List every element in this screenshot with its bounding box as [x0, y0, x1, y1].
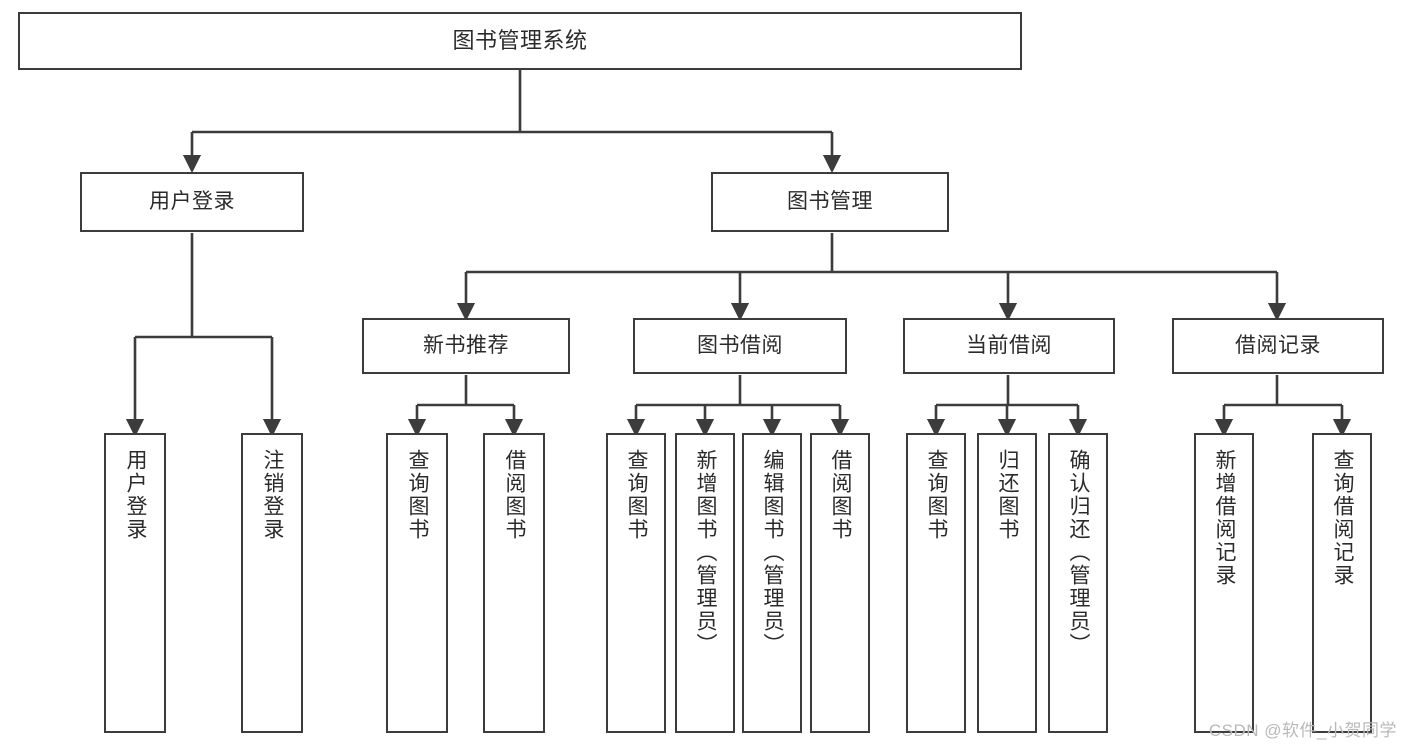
leaf-confirm-return-admin[interactable]: 确认归还（管理员）: [1048, 433, 1108, 733]
node-new-book-recommend[interactable]: 新书推荐: [362, 318, 570, 374]
node-label: 新增借阅记录: [1213, 449, 1237, 587]
node-book-borrow[interactable]: 图书借阅: [633, 318, 847, 374]
node-label: 新增图书（管理员）: [694, 449, 718, 656]
node-book-management[interactable]: 图书管理: [711, 172, 949, 232]
node-label: 借阅图书: [503, 449, 527, 541]
leaf-add-borrow-record[interactable]: 新增借阅记录: [1194, 433, 1254, 733]
node-label: 查询借阅记录: [1331, 449, 1355, 587]
csdn-watermark: CSDN @软件_小贺同学: [1208, 721, 1397, 740]
node-current-borrow[interactable]: 当前借阅: [903, 318, 1115, 374]
node-user-login[interactable]: 用户登录: [80, 172, 304, 232]
node-label: 归还图书: [996, 449, 1020, 541]
node-label: 新书推荐: [423, 333, 509, 357]
node-label: 注销登录: [261, 449, 285, 541]
leaf-return-book[interactable]: 归还图书: [977, 433, 1037, 733]
node-label: 借阅记录: [1235, 333, 1321, 357]
node-borrow-record[interactable]: 借阅记录: [1172, 318, 1384, 374]
node-label: 用户登录: [149, 189, 235, 213]
leaf-query-book-recommend[interactable]: 查询图书: [386, 433, 448, 733]
node-label: 图书管理系统: [452, 28, 588, 54]
node-label: 用户登录: [124, 449, 148, 541]
leaf-edit-book-admin[interactable]: 编辑图书（管理员）: [742, 433, 802, 733]
node-label: 查询图书: [406, 449, 430, 541]
node-label: 查询图书: [625, 449, 649, 541]
leaf-query-borrow-record[interactable]: 查询借阅记录: [1312, 433, 1372, 733]
node-label: 查询图书: [925, 449, 949, 541]
leaf-logout[interactable]: 注销登录: [241, 433, 303, 733]
node-root-book-management-system[interactable]: 图书管理系统: [18, 12, 1022, 70]
node-label: 当前借阅: [966, 333, 1052, 357]
leaf-query-book-borrow[interactable]: 查询图书: [606, 433, 666, 733]
node-label: 图书管理: [787, 189, 873, 213]
node-label: 编辑图书（管理员）: [761, 449, 785, 656]
leaf-add-book-admin[interactable]: 新增图书（管理员）: [675, 433, 735, 733]
node-label: 借阅图书: [829, 449, 853, 541]
leaf-user-login[interactable]: 用户登录: [104, 433, 166, 733]
leaf-query-book-current[interactable]: 查询图书: [906, 433, 966, 733]
leaf-borrow-book[interactable]: 借阅图书: [810, 433, 870, 733]
leaf-borrow-book-recommend[interactable]: 借阅图书: [483, 433, 545, 733]
node-label: 确认归还（管理员）: [1067, 449, 1091, 656]
node-label: 图书借阅: [697, 333, 783, 357]
